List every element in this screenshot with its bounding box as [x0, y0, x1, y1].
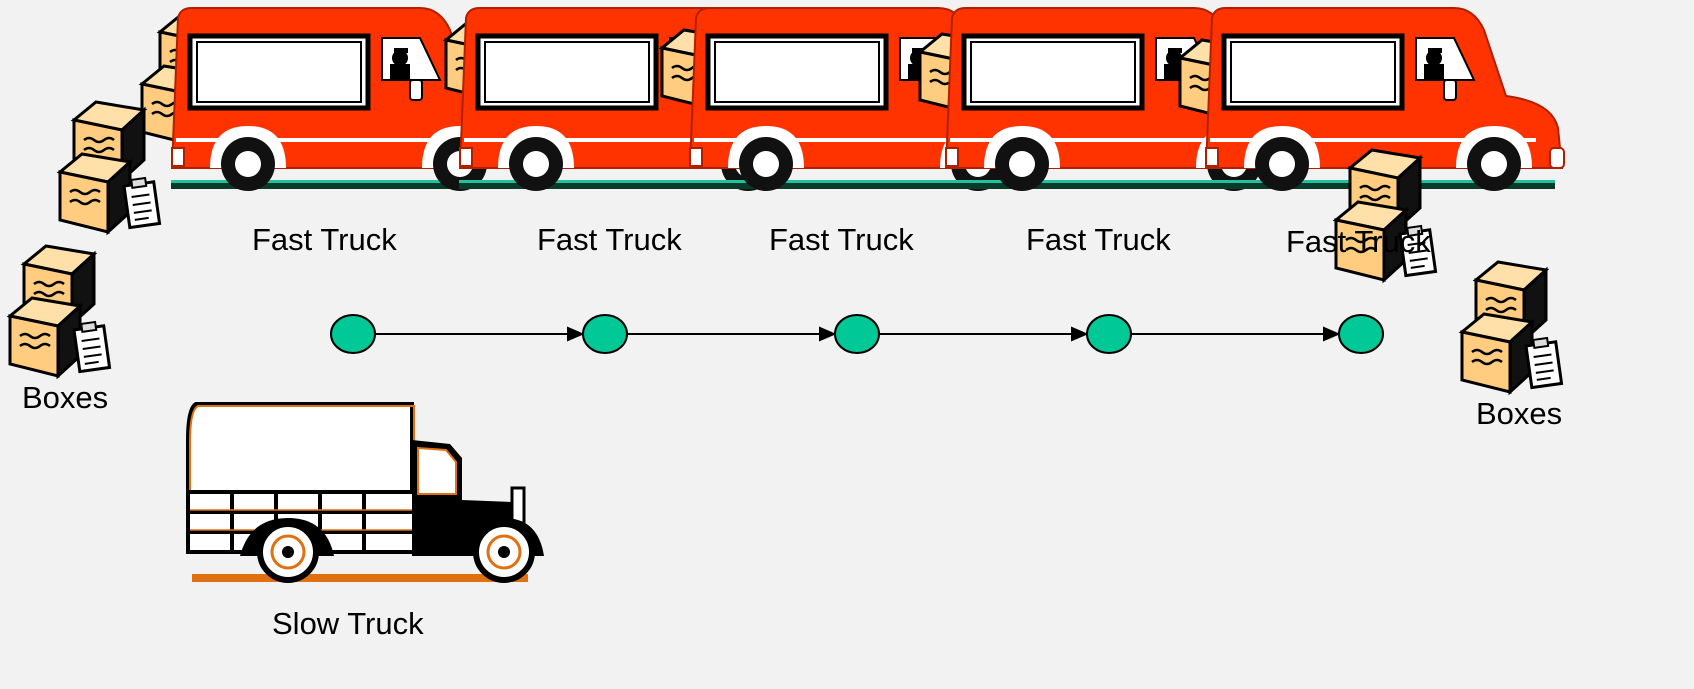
node-3 [834, 314, 880, 354]
fast-truck-label-4: Fast Truck [1026, 222, 1171, 257]
node-5 [1338, 314, 1384, 354]
boxes-label-left: Boxes [22, 380, 109, 415]
boxes-label-right: Boxes [1476, 396, 1563, 431]
boxes-under-truck-5 [1336, 150, 1436, 280]
fast-truck-label-3: Fast Truck [769, 222, 914, 257]
boxes-icon-left [10, 246, 110, 376]
node-chain [330, 314, 1384, 354]
boxes-stack-left-upper [60, 102, 160, 232]
fast-truck-label-2: Fast Truck [537, 222, 682, 257]
node-1 [330, 314, 376, 354]
fast-truck-label-5: Fast Truck [1286, 224, 1431, 259]
fast-truck-label-1: Fast Truck [252, 222, 397, 257]
slow-truck-label: Slow Truck [272, 606, 424, 641]
node-2 [582, 314, 628, 354]
slow-truck-icon [186, 402, 544, 583]
node-4 [1086, 314, 1132, 354]
boxes-icon-right [1462, 262, 1562, 392]
